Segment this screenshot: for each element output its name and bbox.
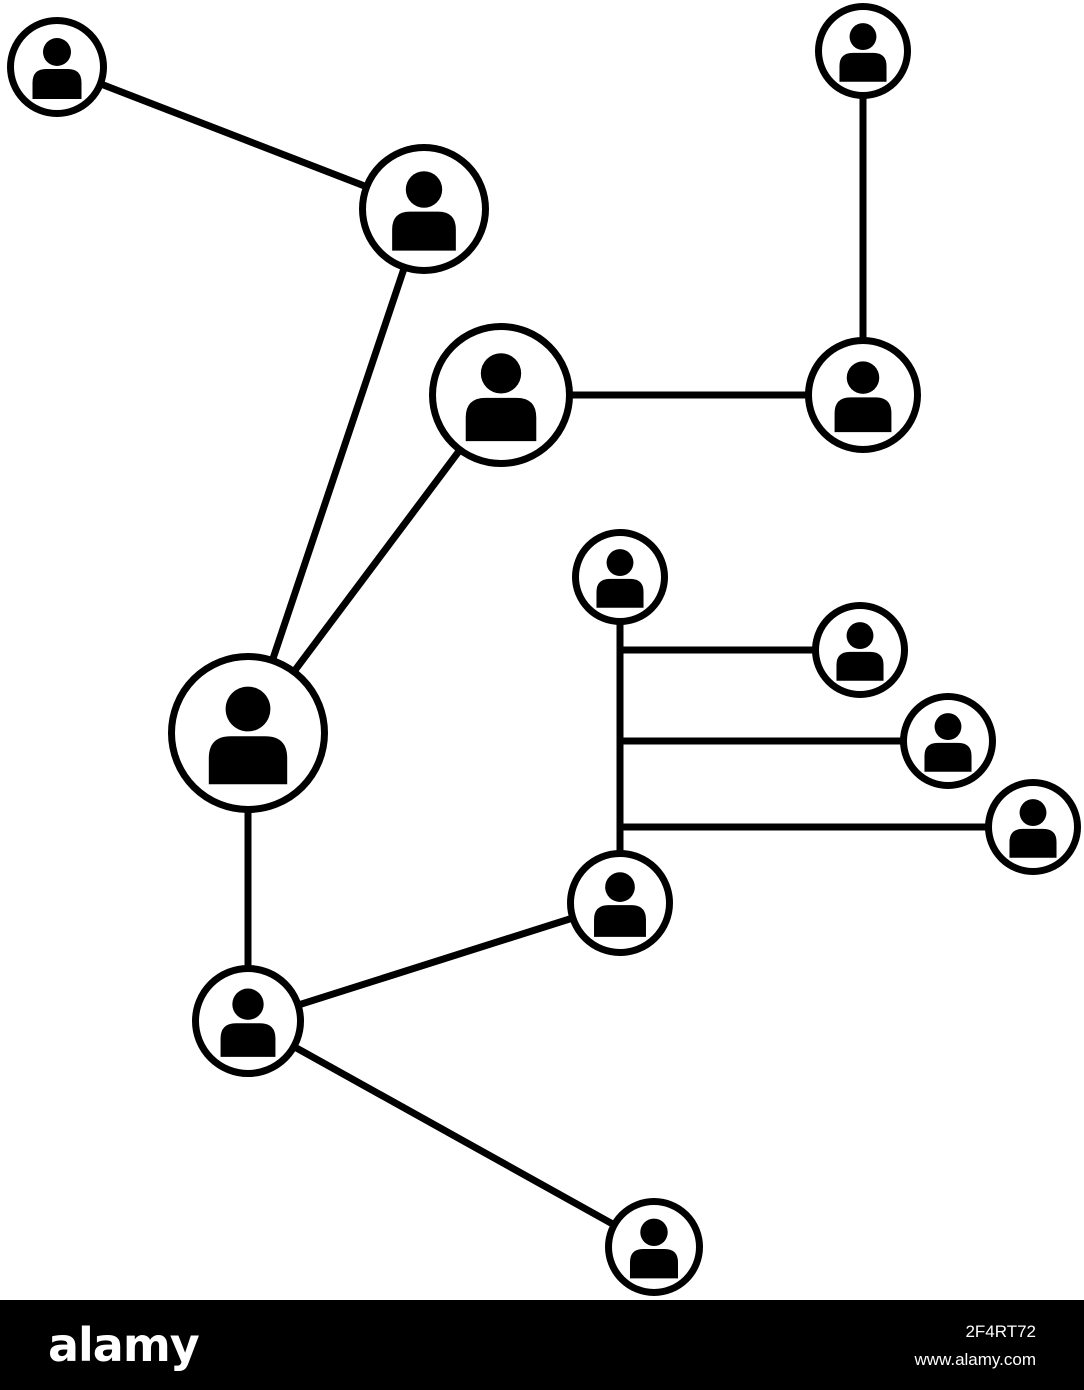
person-head [480,353,522,394]
node-circle [7,17,107,117]
person-icon [1009,799,1057,858]
person-head [1019,799,1047,827]
person-head [232,988,264,1020]
edge-n6-n8 [246,1017,656,1251]
person-head [43,38,71,66]
person-icon [924,713,972,772]
person-body [208,736,288,785]
network-node-n1 [7,17,107,117]
nodes-group [7,3,1081,1296]
network-node-n6 [192,965,304,1077]
network-diagram [7,3,1081,1296]
person-body [594,905,646,937]
network-node-n12 [815,3,911,99]
person-head [849,23,877,51]
person-body [1009,828,1057,858]
network-node-n9 [572,529,668,625]
node-circle [812,602,908,698]
person-body [839,52,887,82]
person-icon [465,353,537,442]
person-body [836,651,884,681]
person-icon [596,549,644,608]
person-icon [220,988,276,1057]
edge-n2-n5 [244,207,428,735]
edge-n1-n2 [55,63,426,213]
node-circle [900,693,996,789]
network-node-n5 [168,653,328,813]
node-circle [815,3,911,99]
person-icon [594,872,646,937]
alamy-logo: alamy [48,1318,200,1372]
person-head [640,1218,668,1247]
node-circle [168,653,328,813]
node-circle [605,1198,703,1296]
person-icon [834,361,892,433]
image-id: 2F4RT72 [965,1322,1036,1341]
network-node-n7 [567,850,673,956]
network-node-n11 [900,693,996,789]
network-node-n13 [985,779,1081,875]
site-url: www.alamy.com [914,1350,1036,1369]
node-circle [192,965,304,1077]
person-body [834,397,892,433]
person-head [405,171,443,208]
person-icon [839,23,887,82]
person-icon [208,686,288,785]
node-circle [985,779,1081,875]
person-body [32,69,82,99]
person-head [605,872,635,902]
edge-n6-n7 [246,899,622,1025]
person-icon [629,1218,679,1279]
person-head [225,686,271,732]
network-node-n8 [605,1198,703,1296]
person-body [629,1248,679,1279]
node-circle [429,323,573,467]
person-body [924,742,972,772]
person-body [392,211,456,251]
watermark-footer: alamy 2F4RT72 www.alamy.com [0,1300,1084,1390]
image-id-block: 2F4RT72 www.alamy.com [914,1318,1036,1374]
node-circle [567,850,673,956]
node-circle [572,529,668,625]
person-icon [836,622,884,681]
network-node-n10 [812,602,908,698]
person-head [846,622,874,650]
node-circle [359,144,489,274]
network-node-n3 [429,323,573,467]
person-body [596,578,644,608]
node-circle [805,337,921,453]
person-head [934,713,962,741]
person-icon [32,38,82,99]
network-node-n4 [805,337,921,453]
person-body [220,1023,276,1057]
person-icon [392,171,456,251]
network-node-n2 [359,144,489,274]
person-body [465,397,537,442]
person-head [606,549,634,577]
person-head [846,361,880,394]
